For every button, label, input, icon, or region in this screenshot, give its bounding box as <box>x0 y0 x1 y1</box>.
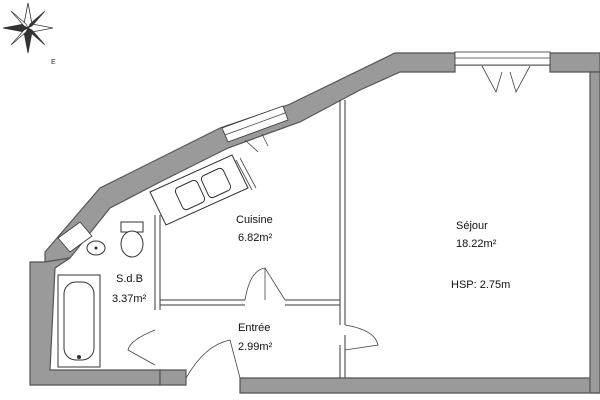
sejour-area: 18.22m² <box>456 238 497 250</box>
sejour-height: HSP: 2.75m <box>451 279 510 291</box>
entree-name: Entrée <box>238 322 270 334</box>
bathtub <box>57 274 101 368</box>
sdb-area: 3.37m² <box>112 293 147 305</box>
windows <box>57 51 551 253</box>
compass-e-label: E <box>51 59 56 66</box>
entree-area: 2.99m² <box>238 341 273 353</box>
doors <box>127 267 379 379</box>
exterior-walls <box>29 52 600 394</box>
kitchen-sink <box>149 154 257 226</box>
toilet <box>120 221 144 258</box>
interior-walls <box>154 100 346 378</box>
cuisine-area: 6.82m² <box>238 232 273 244</box>
sdb-name: S.d.B <box>116 273 143 285</box>
sejour-name: Séjour <box>456 220 488 232</box>
compass-rose: E <box>2 2 56 66</box>
bathroom-sink <box>86 240 106 256</box>
cuisine-name: Cuisine <box>236 214 273 226</box>
